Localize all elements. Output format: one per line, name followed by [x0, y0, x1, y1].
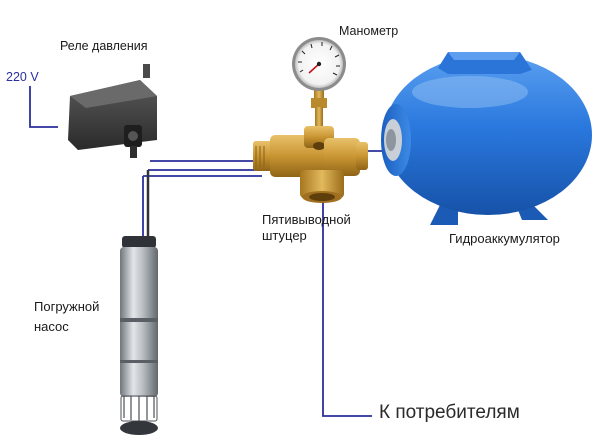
five-way-fitting [253, 126, 368, 203]
manometer-label: Манометр [339, 24, 399, 38]
accumulator-label: Гидроаккумулятор [449, 231, 560, 246]
pump-label-line1: Погружной [34, 299, 100, 314]
voltage-feed-line [29, 86, 58, 128]
voltage-label: 220 V [6, 70, 39, 84]
pressure-relay-label: Реле давления [60, 39, 148, 53]
pressure-relay [68, 64, 157, 158]
pump-label-line2: насос [34, 319, 69, 334]
submersible-pump [120, 170, 158, 435]
manometer-gauge [292, 37, 346, 132]
fitting-label-line1: Пятивыводной [262, 212, 351, 227]
consumers-label: К потребителям [379, 402, 520, 423]
connection-lines [29, 86, 388, 417]
hydro-accumulator [381, 52, 592, 225]
consumer-line [322, 193, 372, 417]
fitting-label-line2: штуцер [262, 228, 307, 243]
